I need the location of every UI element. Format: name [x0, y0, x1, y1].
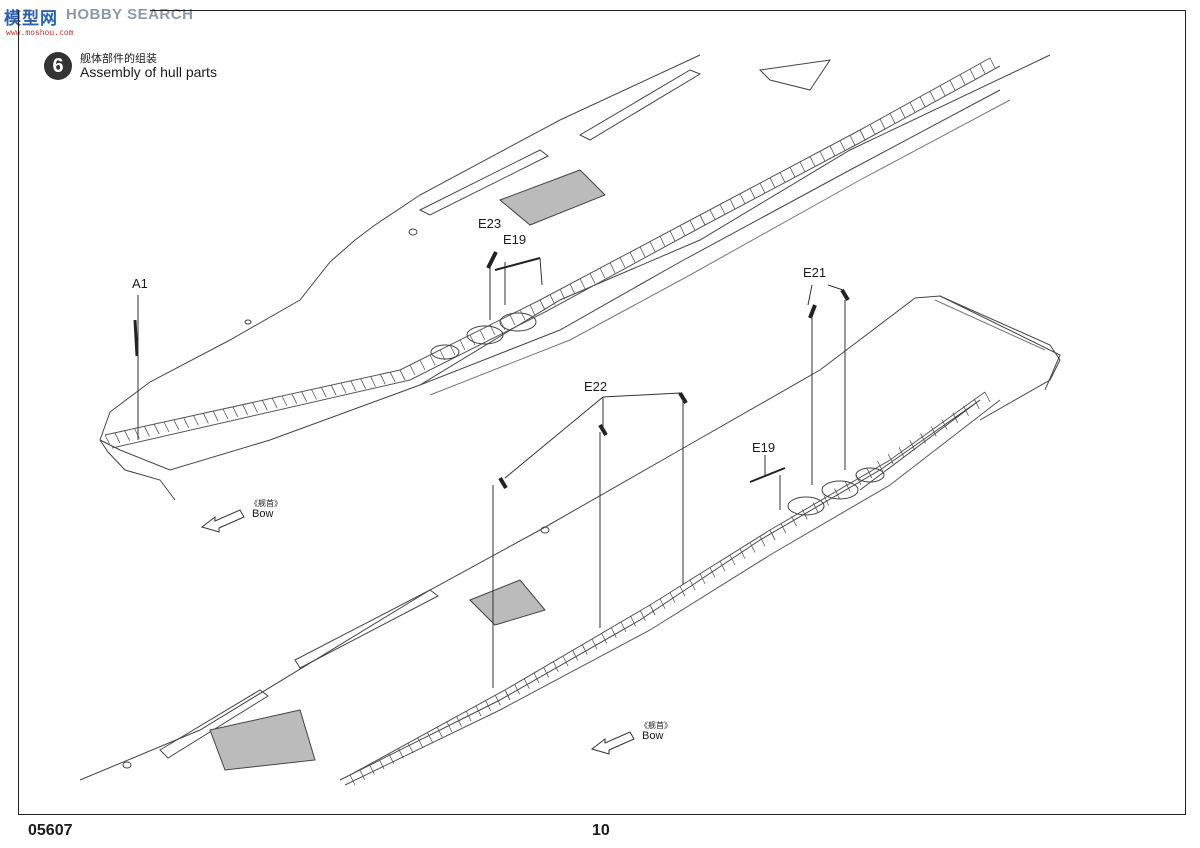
bow-arrow-bottom [590, 731, 635, 755]
page-number: 10 [592, 822, 610, 839]
page-frame [18, 10, 1186, 815]
bow-label-chinese-bottom: 《舰首》 [640, 721, 672, 730]
label-part-e22: E22 [584, 379, 608, 394]
label-part-e21: E21 [803, 265, 827, 280]
bow-label-chinese-top: 《舰首》 [250, 499, 282, 508]
label-part-e19-bottom: E19 [752, 440, 776, 455]
bottom-hull-drawing [79, 284, 1061, 786]
step-title-chinese: 舰体部件的组装 [80, 52, 157, 65]
step-number-badge: 6 [44, 52, 72, 80]
bow-label-english-top: Bow [252, 508, 274, 520]
product-code: 05607 [28, 822, 73, 839]
bow-arrow-top [200, 509, 245, 533]
page-frame-top-line [150, 10, 1185, 11]
top-hull-drawing [99, 54, 1051, 501]
label-part-e23: E23 [478, 216, 502, 231]
label-part-a1: A1 [132, 276, 148, 291]
label-part-e19-top: E19 [503, 232, 527, 247]
step-title-english: Assembly of hull parts [80, 64, 217, 80]
watermark-logo: 模型网 [4, 9, 58, 29]
watermark-url: www.moshou.com [6, 28, 74, 37]
bow-label-english-bottom: Bow [642, 730, 664, 742]
